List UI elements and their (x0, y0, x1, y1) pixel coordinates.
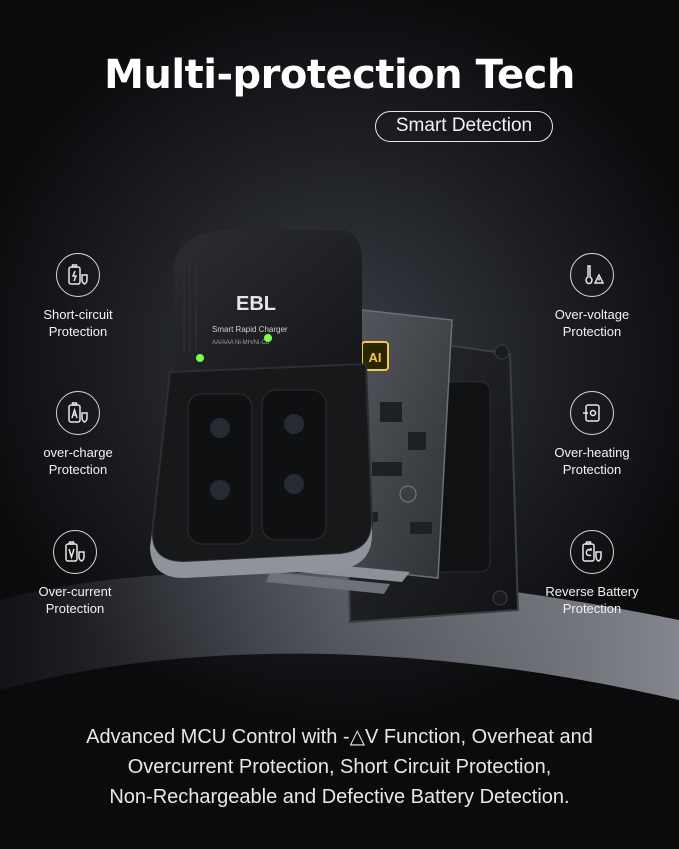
feature-line2: Protection (45, 601, 105, 616)
feature-line2: Protection (48, 324, 108, 339)
feature-line2: Protection (48, 462, 108, 477)
description-line-1: Advanced MCU Control with -△V Function, … (86, 726, 593, 748)
feature-line2: Protection (562, 601, 622, 616)
feature-line1: Over-current (38, 584, 112, 599)
feature-over-current: Over-current Protection (10, 530, 140, 617)
feature-short-circuit: Short-circuit Protection (13, 253, 143, 340)
status-led-left (196, 354, 204, 362)
feature-line2: Protection (562, 462, 622, 477)
feature-over-voltage: Over-voltage Protection (527, 253, 657, 340)
feature-reverse-battery: Reverse Battery Protection (527, 530, 657, 617)
description-line-3: Non-Rechargeable and Defective Battery D… (109, 786, 570, 808)
ai-chip-label: AI (369, 350, 382, 365)
battery-v-shield-icon (53, 530, 97, 574)
battery-plug-icon (570, 391, 614, 435)
feature-line1: Reverse Battery (545, 584, 639, 599)
charger-front-shell: EBL Smart Rapid Charger AA/AAA Ni-MH/Ni-… (150, 230, 374, 578)
feature-line1: Over-voltage (554, 307, 630, 322)
thermometer-warning-icon (570, 253, 614, 297)
feature-line1: Short-circuit (43, 307, 113, 322)
feature-line1: over-charge (43, 445, 113, 460)
feature-over-heating: Over-heating Protection (527, 391, 657, 478)
charger-illustration: AI EBL Smart Rapid Charger AA/AAA Ni-MH/… (150, 230, 520, 624)
battery-reverse-shield-icon (570, 530, 614, 574)
battery-a-shield-icon (56, 391, 100, 435)
brand-logo-text: EBL (236, 293, 276, 315)
headline: Multi-protection Tech (104, 52, 575, 98)
feature-line1: Over-heating (554, 445, 630, 460)
battery-lightning-shield-icon (56, 253, 100, 297)
status-led-right (264, 334, 272, 342)
model-spec: AA/AAA Ni-MH/Ni-Cd (212, 340, 269, 346)
description: Advanced MCU Control with -△V Function, … (0, 722, 679, 812)
feature-over-charge: over-charge Protection (13, 391, 143, 478)
feature-line2: Protection (562, 324, 622, 339)
description-line-2: Overcurrent Protection, Short Circuit Pr… (127, 756, 552, 778)
model-name: Smart Rapid Charger (212, 325, 288, 334)
smart-detection-badge: Smart Detection (375, 111, 553, 142)
